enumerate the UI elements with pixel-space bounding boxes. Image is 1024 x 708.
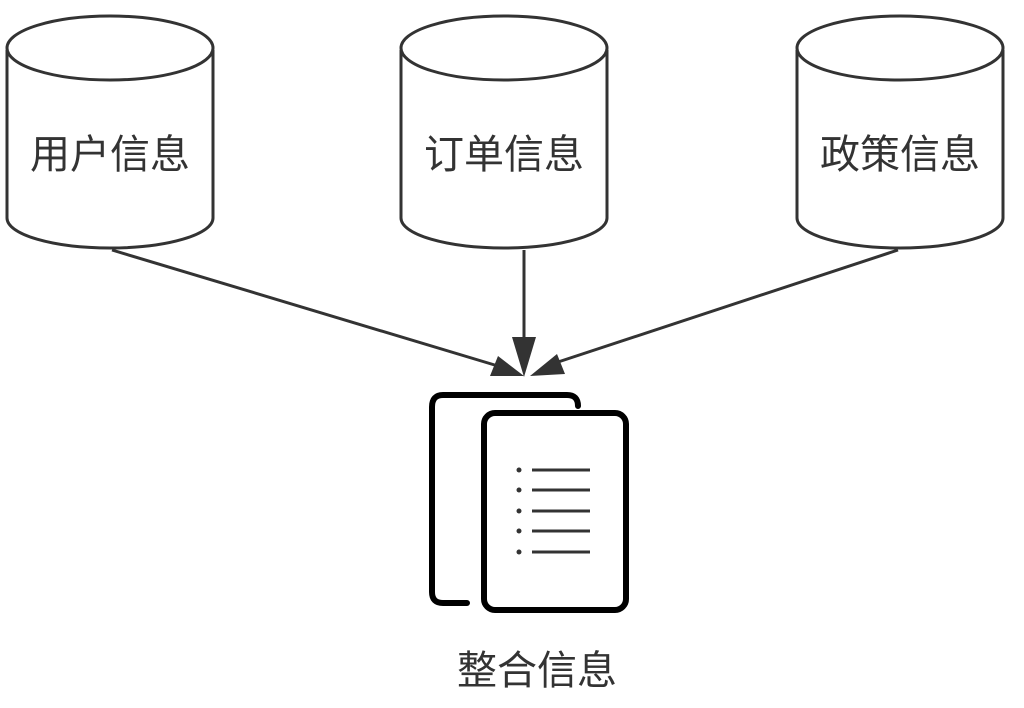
node-label: 用户信息 (30, 132, 190, 178)
documents-icon[interactable] (429, 392, 629, 613)
arrowhead-icon (490, 356, 524, 376)
cylinder-body (399, 50, 609, 250)
merged-info-label: 整合信息 (457, 648, 617, 694)
front-document (481, 410, 629, 613)
edge-user-to-merged (111, 248, 524, 376)
arrowhead-icon (512, 337, 536, 377)
edge-policy-to-merged (530, 248, 899, 376)
back-document (429, 392, 581, 606)
node-policy-info[interactable]: 政策信息 (795, 14, 1005, 250)
cylinder-top (795, 14, 1005, 82)
cylinder-top (5, 14, 215, 82)
node-label: 订单信息 (424, 132, 584, 178)
cylinder-body (5, 50, 215, 250)
cylinder-body (795, 50, 1005, 250)
cylinder-top (399, 14, 609, 82)
node-order-info[interactable]: 订单信息 (399, 14, 609, 250)
list-lines (516, 467, 590, 555)
node-label: 政策信息 (820, 132, 980, 178)
edge-order-to-merged (512, 250, 536, 377)
arrowhead-icon (530, 354, 565, 376)
node-user-info[interactable]: 用户信息 (5, 14, 215, 250)
